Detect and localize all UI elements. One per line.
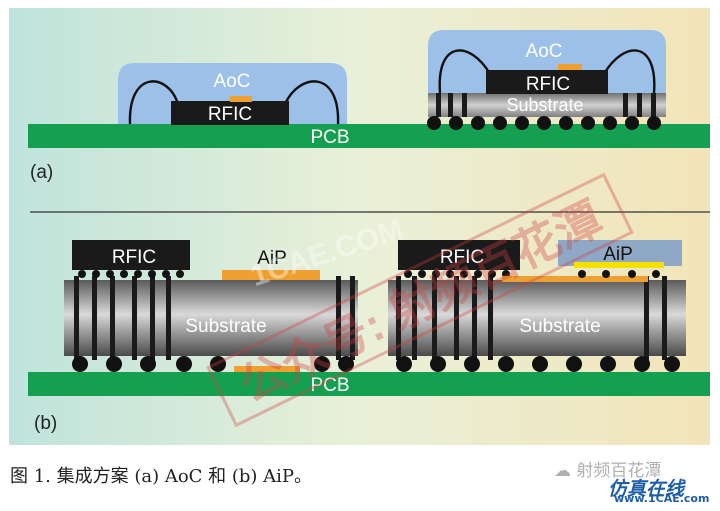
aip-package-right: RFIC AiP Substrate (388, 240, 686, 372)
substrate-b-right (388, 280, 686, 356)
antenna-patch (502, 276, 648, 282)
pcb-board-b (28, 372, 710, 396)
figure-caption: 图 1. 集成方案 (a) AoC 和 (b) AiP。 (10, 466, 313, 487)
rfic-chip-a-right (486, 70, 608, 94)
aoc-package-right: RFIC AoC Substrate (427, 30, 666, 130)
antenna-highlight (574, 262, 664, 268)
micro-bump-row (78, 270, 184, 278)
rfic-chip-a-left (171, 101, 289, 125)
antenna-pad (234, 366, 300, 372)
solder-ball-row (396, 356, 680, 372)
rfic-label: RFIC (112, 247, 156, 268)
panel-a: PCB (a) RFIC AoC (28, 30, 710, 183)
aoc-label: AoC (526, 41, 563, 62)
via-group (436, 93, 656, 117)
site-name-watermark: 仿真在线 (608, 478, 685, 500)
aoc-label: AoC (214, 71, 251, 92)
aoc-package-left: RFIC AoC (118, 63, 347, 125)
pcb-label-b: PCB (310, 375, 349, 396)
solder-ball-row (72, 356, 354, 372)
antenna-pad (558, 64, 582, 70)
aip-label: AiP (603, 244, 633, 265)
rfic-chip-b-right (398, 240, 520, 270)
antenna-pad (230, 96, 252, 102)
aip-package-left: RFIC AiP Substrate (64, 240, 358, 372)
wechat-icon: ☁ (554, 461, 571, 481)
via-group (396, 276, 667, 360)
panel-label-a: (a) (30, 162, 53, 183)
pcb-board-a (28, 124, 710, 148)
aip-label: AiP (257, 248, 287, 269)
panel-label-b: (b) (34, 413, 57, 434)
bond-wire (128, 80, 180, 125)
rfic-label: RFIC (526, 74, 570, 95)
rfic-label: RFIC (440, 247, 484, 268)
aip-module (558, 240, 682, 266)
panel-b: PCB (b) RFIC AiP Su (28, 240, 710, 434)
bond-wire (602, 49, 656, 94)
account-watermark: ☁ 射频百花潭 (554, 456, 661, 481)
rfic-chip-b-left (72, 240, 190, 270)
substrate-label: Substrate (506, 95, 583, 115)
solder-ball-row (427, 116, 661, 130)
pcb-label-a: PCB (310, 127, 349, 148)
antenna-patch (222, 270, 320, 280)
rfic-label: RFIC (208, 104, 252, 125)
micro-bump-row (578, 270, 660, 278)
substrate-label: Substrate (185, 316, 266, 337)
bond-wire (283, 80, 340, 125)
micro-bump-row (404, 270, 510, 278)
account-name: 射频百花潭 (576, 461, 662, 481)
substrate-label: Substrate (519, 316, 600, 337)
bond-wire (438, 49, 492, 94)
site-url-watermark: www.1CAE.com (614, 492, 710, 505)
via-group (74, 276, 355, 360)
